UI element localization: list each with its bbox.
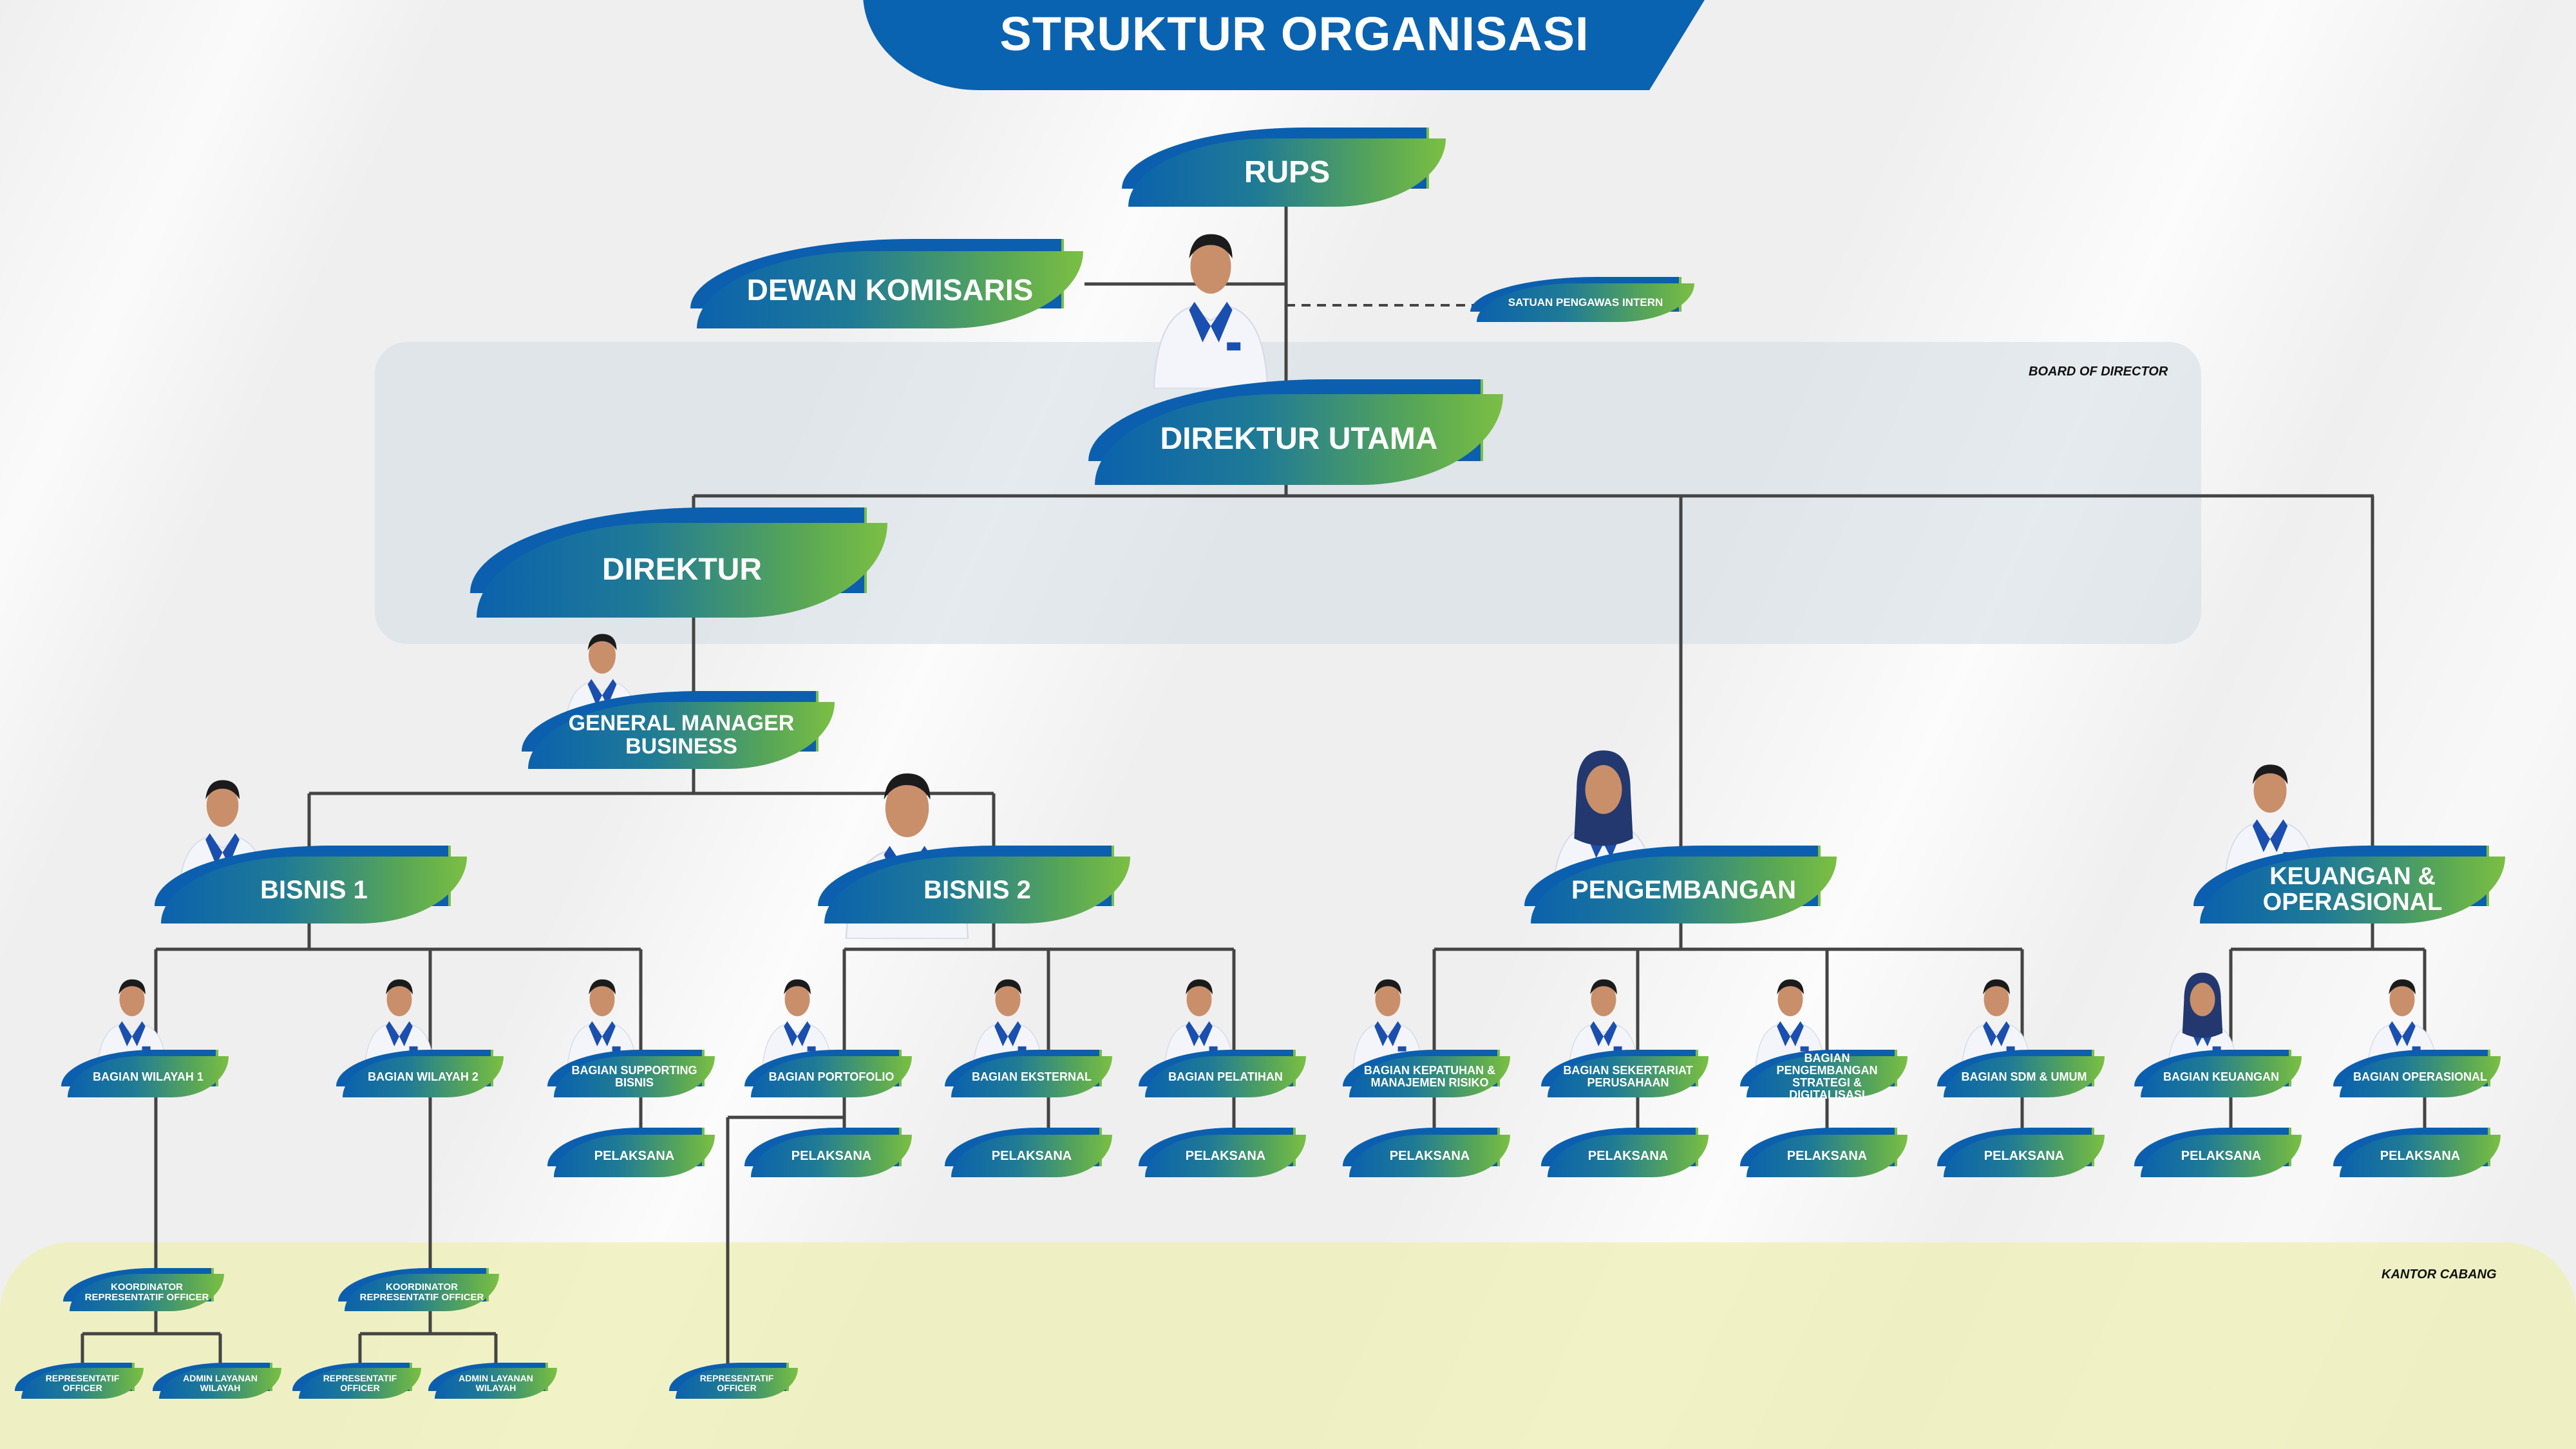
box-bagian-3: BAGIAN SUPPORTING BISNIS <box>547 1049 715 1097</box>
box-pelaksana: PELAKSANA <box>1139 1128 1306 1177</box>
box-representatif-officer: REPRESENTATIF OFFICER <box>669 1363 798 1399</box>
box-bagian-9: BAGIAN PENGEMBANGAN STRATEGI & DIGITALIS… <box>1740 1049 1908 1101</box>
box-direktur-utama: DIREKTUR UTAMA <box>1088 379 1503 485</box>
box-bagian-2: BAGIAN WILAYAH 2 <box>336 1049 504 1097</box>
box-pelaksana: PELAKSANA <box>945 1128 1112 1177</box>
box-bagian-3-label: BAGIAN SUPPORTING BISNIS <box>554 1056 715 1097</box>
box-representatif-officer-label: REPRESENTATIF OFFICER <box>21 1368 144 1399</box>
box-bagian-4: BAGIAN PORTOFOLIO <box>744 1049 912 1097</box>
box-koordinator-2: KOORDINATOR REPRESENTATIF OFFICER <box>338 1267 499 1311</box>
box-pelaksana: PELAKSANA <box>547 1128 715 1177</box>
box-pelaksana-label: PELAKSANA <box>751 1135 912 1177</box>
board-of-director-label: BOARD OF DIRECTOR <box>2029 365 2168 379</box>
box-pelaksana-label: PELAKSANA <box>1145 1135 1306 1177</box>
box-direktur: DIREKTUR <box>470 507 887 618</box>
box-admin-layanan-wilayah: ADMIN LAYANAN WILAYAH <box>428 1363 557 1399</box>
box-bagian-1: BAGIAN WILAYAH 1 <box>61 1049 229 1097</box>
photo-direktur-utama <box>1143 213 1278 390</box>
box-bagian-11: BAGIAN KEUANGAN <box>2134 1049 2302 1097</box>
box-bagian-5: BAGIAN EKSTERNAL <box>945 1049 1112 1097</box>
box-general-manager-business: GENERAL MANAGER BUSINESS <box>522 691 835 769</box>
box-bagian-8: BAGIAN SEKERTARIAT PERUSAHAAN <box>1541 1049 1709 1097</box>
box-bisnis-2: BISNIS 2 <box>818 846 1130 923</box>
box-general-manager-business-label: GENERAL MANAGER BUSINESS <box>528 702 835 769</box>
box-dewan-komisaris: DEWAN KOMISARIS <box>690 238 1083 328</box>
box-pelaksana: PELAKSANA <box>1937 1128 2105 1177</box>
box-pelaksana-label: PELAKSANA <box>1747 1135 1908 1177</box>
box-bagian-10: BAGIAN SDM & UMUM <box>1937 1049 2105 1097</box>
box-koordinator-1: KOORDINATOR REPRESENTATIF OFFICER <box>63 1267 224 1311</box>
box-satuan-pengawas-intern: SATUAN PENGAWAS INTERN <box>1470 277 1694 322</box>
box-keuangan-operasional-label: KEUANGAN & OPERASIONAL <box>2200 857 2505 923</box>
box-keuangan-operasional: KEUANGAN & OPERASIONAL <box>2193 846 2505 923</box>
box-bagian-6: BAGIAN PELATIHAN <box>1139 1049 1306 1097</box>
box-pelaksana: PELAKSANA <box>1541 1128 1709 1177</box>
box-bagian-9-label: BAGIAN PENGEMBANGAN STRATEGI & DIGITALIS… <box>1747 1052 1908 1101</box>
box-bagian-7: BAGIAN KEPATUHAN & MANAJEMEN RISIKO <box>1343 1049 1510 1097</box>
box-bisnis-1: BISNIS 1 <box>155 846 467 923</box>
title-banner <box>863 0 1709 90</box>
box-rups: RUPS <box>1122 128 1446 207</box>
box-pelaksana: PELAKSANA <box>2134 1128 2302 1177</box>
box-pengembangan: PENGEMBANGAN <box>1524 846 1837 923</box>
box-pelaksana: PELAKSANA <box>2333 1128 2501 1177</box>
box-pelaksana: PELAKSANA <box>1740 1128 1908 1177</box>
page-title: STRUKTUR ORGANISASI <box>999 7 1589 61</box>
box-representatif-officer: REPRESENTATIF OFFICER <box>292 1363 421 1399</box>
box-bagian-12: BAGIAN OPERASIONAL <box>2333 1049 2501 1097</box>
box-pelaksana: PELAKSANA <box>1343 1128 1510 1177</box>
box-pelaksana-label: PELAKSANA <box>1944 1135 2105 1177</box>
box-pengembangan-label: PENGEMBANGAN <box>1531 857 1837 923</box>
kantor-cabang-label: KANTOR CABANG <box>2382 1267 2497 1282</box>
box-admin-layanan-wilayah: ADMIN LAYANAN WILAYAH <box>153 1363 281 1399</box>
box-representatif-officer-label: REPRESENTATIF OFFICER <box>299 1368 421 1399</box>
box-representatif-officer: REPRESENTATIF OFFICER <box>15 1363 144 1399</box>
box-satuan-pengawas-intern-label: SATUAN PENGAWAS INTERN <box>1477 283 1694 322</box>
box-bagian-8-label: BAGIAN SEKERTARIAT PERUSAHAAN <box>1548 1056 1709 1097</box>
box-bagian-10-label: BAGIAN SDM & UMUM <box>1944 1056 2105 1097</box>
box-pelaksana: PELAKSANA <box>744 1128 912 1177</box>
